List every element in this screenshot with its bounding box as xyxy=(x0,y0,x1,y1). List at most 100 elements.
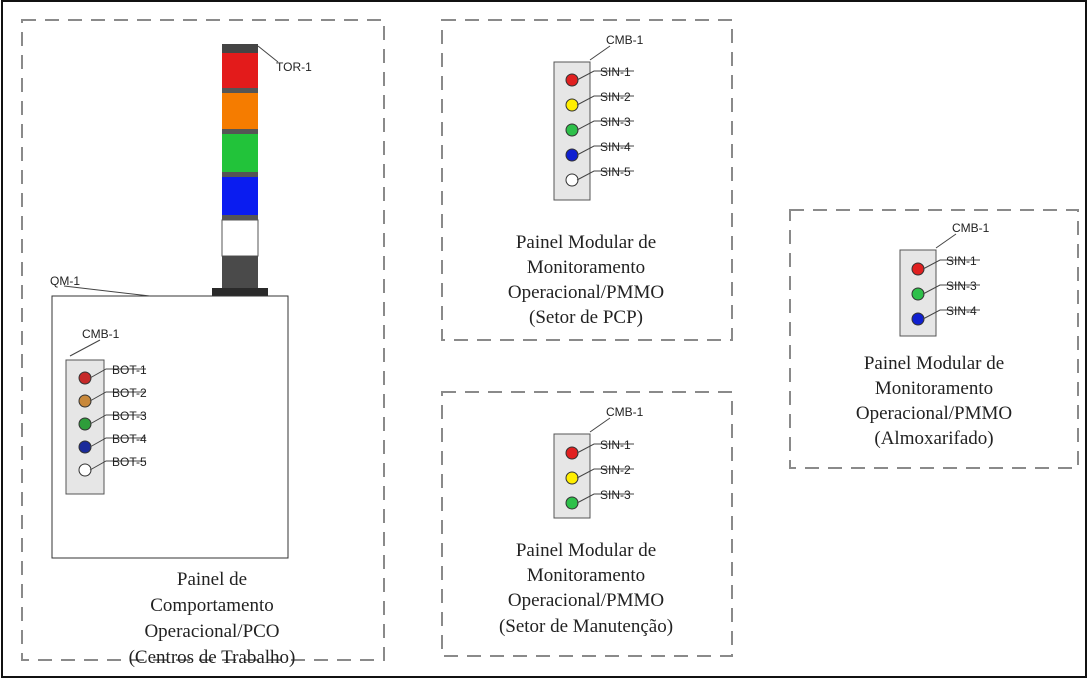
tower-base xyxy=(222,256,258,288)
almoxarifado-module-label: CMB-1 xyxy=(952,221,990,235)
tower-separator xyxy=(222,215,258,220)
pcp-caption-line3: Operacional/PMMO xyxy=(508,282,664,303)
button-leader xyxy=(89,368,146,379)
button-5 xyxy=(78,463,92,477)
signal-2-lamp xyxy=(565,98,579,112)
button-label: BOT-3 xyxy=(112,409,147,423)
tower-label: TOR-1 xyxy=(276,60,312,74)
button-2 xyxy=(78,394,92,408)
button-leader xyxy=(89,437,146,448)
signal-label: SIN-1 xyxy=(600,438,631,452)
signal-label: SIN-1 xyxy=(946,254,977,268)
signal-2-lamp xyxy=(911,287,925,301)
signal-3-lamp xyxy=(911,312,925,326)
manutencao-caption-line1: Painel Modular de xyxy=(516,540,656,561)
button-leader xyxy=(89,391,146,402)
signal-leader xyxy=(922,284,980,295)
signal-label: SIN-4 xyxy=(600,140,631,154)
tower-separator xyxy=(222,172,258,177)
signal-4-lamp xyxy=(565,148,579,162)
signal-2-lamp xyxy=(565,471,579,485)
tower-light-blue xyxy=(222,177,258,215)
module-leader xyxy=(589,45,611,61)
pcp-caption-line4: (Setor de PCP) xyxy=(529,307,643,328)
almoxarifado-caption-line4: (Almoxarifado) xyxy=(874,428,993,449)
module-leader xyxy=(69,339,101,357)
enclosure-leader xyxy=(63,285,151,297)
signal-label: SIN-3 xyxy=(600,488,631,502)
signal-label: SIN-3 xyxy=(600,115,631,129)
button-label: BOT-1 xyxy=(112,363,147,377)
tower-leader xyxy=(257,45,279,63)
pco-caption-line1: Painel de xyxy=(177,569,247,590)
signal-3-lamp xyxy=(565,123,579,137)
signal-label: SIN-3 xyxy=(946,279,977,293)
signal-1-lamp xyxy=(565,73,579,87)
signal-leader xyxy=(576,95,634,106)
tower-light-orange xyxy=(222,93,258,129)
tower-mount xyxy=(212,288,268,297)
button-label: BOT-5 xyxy=(112,455,147,469)
almoxarifado-caption-line3: Operacional/PMMO xyxy=(856,403,1012,424)
signal-leader xyxy=(576,443,634,454)
module-leader xyxy=(589,417,611,433)
manutencao-dashed-boundary xyxy=(441,391,733,657)
tower-light-white xyxy=(221,219,259,257)
tower-separator xyxy=(222,129,258,134)
almoxarifado-dashed-boundary xyxy=(789,209,1079,469)
almoxarifado-caption-line1: Painel Modular de xyxy=(864,353,1004,374)
pcp-caption-line2: Monitoramento xyxy=(527,257,645,278)
signal-leader xyxy=(576,170,634,181)
button-leader xyxy=(89,414,146,425)
button-1 xyxy=(78,371,92,385)
signal-leader xyxy=(922,259,980,270)
signal-3-lamp xyxy=(565,496,579,510)
button-label: BOT-2 xyxy=(112,386,147,400)
signal-1-lamp xyxy=(565,446,579,460)
manutencao-caption-line4: (Setor de Manutenção) xyxy=(499,616,673,637)
signal-5-lamp xyxy=(565,173,579,187)
pco-caption-line3: Operacional/PCO xyxy=(144,621,279,642)
tower-separator xyxy=(222,88,258,93)
module-leader xyxy=(935,233,957,249)
almoxarifado-caption-line2: Monitoramento xyxy=(875,378,993,399)
signal-leader xyxy=(576,145,634,156)
pcp-dashed-boundary xyxy=(441,19,733,341)
signal-leader xyxy=(576,120,634,131)
pco-caption-line4: (Centros de Trabalho) xyxy=(129,647,296,668)
signal-label: SIN-4 xyxy=(946,304,977,318)
signal-leader xyxy=(922,309,980,320)
pco-dashed-boundary xyxy=(21,19,385,661)
enclosure-label: QM-1 xyxy=(50,274,80,288)
button-4 xyxy=(78,440,92,454)
pco-group: TOR-1 QM-1 CMB-1 BOT-1BOT-2BOT-3BOT-4BOT… xyxy=(21,19,385,668)
pcp-caption-line1: Painel Modular de xyxy=(516,232,656,253)
signal-label: SIN-1 xyxy=(600,65,631,79)
signal-tower: TOR-1 xyxy=(212,44,312,297)
manutencao-caption-line3: Operacional/PMMO xyxy=(508,590,664,611)
signal-label: SIN-2 xyxy=(600,90,631,104)
manutencao-module-label: CMB-1 xyxy=(606,405,644,419)
signal-leader xyxy=(576,468,634,479)
signal-1-lamp xyxy=(911,262,925,276)
button-3 xyxy=(78,417,92,431)
pco-module-label: CMB-1 xyxy=(82,327,120,341)
button-leader xyxy=(89,460,146,471)
tower-light-red xyxy=(222,53,258,88)
pco-caption-line2: Comportamento xyxy=(150,595,273,616)
signal-label: SIN-2 xyxy=(600,463,631,477)
signal-leader xyxy=(576,70,634,81)
manutencao-caption-line2: Monitoramento xyxy=(527,565,645,586)
tower-light-green xyxy=(222,134,258,172)
button-label: BOT-4 xyxy=(112,432,147,446)
signal-leader xyxy=(576,493,634,504)
